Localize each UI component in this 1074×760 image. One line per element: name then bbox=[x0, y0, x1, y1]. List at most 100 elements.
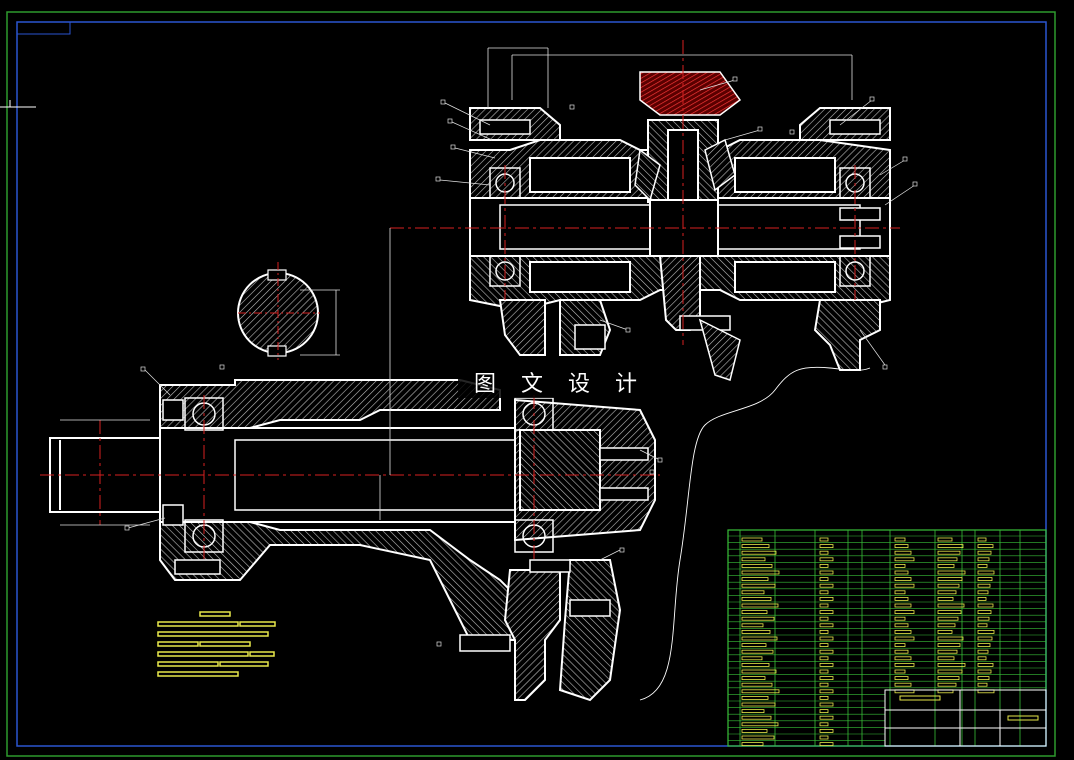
table-cell-text bbox=[819, 643, 829, 647]
table-cell-text bbox=[937, 610, 962, 614]
lower-axle bbox=[49, 379, 656, 702]
table-cell-text bbox=[819, 636, 834, 641]
table-cell-text bbox=[741, 715, 772, 720]
table-cell-text bbox=[894, 564, 906, 568]
upper-gearbox bbox=[469, 107, 891, 371]
table-cell-text bbox=[894, 663, 915, 667]
table-cell-text bbox=[741, 722, 779, 727]
table-cell-text bbox=[977, 557, 990, 562]
table-cell-text bbox=[819, 689, 834, 694]
table-cell-text bbox=[741, 682, 773, 687]
table-cell-text bbox=[741, 676, 766, 680]
table-cell-text bbox=[819, 603, 829, 608]
table-cell-text bbox=[819, 557, 834, 562]
table-cell-text bbox=[741, 577, 769, 581]
table-cell-text bbox=[741, 643, 767, 647]
table-cell-text bbox=[977, 577, 993, 581]
table-cell-text bbox=[819, 656, 829, 661]
table-cell-text bbox=[741, 610, 768, 614]
table-cell-text bbox=[937, 630, 953, 634]
table-cell-text bbox=[937, 669, 963, 674]
table-cell-text bbox=[819, 616, 829, 621]
table-cell-text bbox=[937, 603, 965, 608]
shaft-section bbox=[237, 262, 340, 360]
table-cell-text bbox=[937, 570, 966, 575]
table-cell-text bbox=[894, 623, 909, 628]
inner-frame bbox=[16, 21, 1047, 747]
table-cell-text bbox=[819, 669, 829, 674]
table-cell-text bbox=[819, 623, 834, 628]
table-cell-text bbox=[977, 676, 990, 680]
table-cell-text bbox=[741, 656, 763, 661]
table-cell-text bbox=[977, 583, 991, 588]
table-cell-text bbox=[977, 643, 991, 647]
table-cell-text bbox=[894, 649, 909, 654]
table-cell-text bbox=[819, 550, 829, 555]
table-cell-text bbox=[977, 656, 987, 661]
centerlines bbox=[40, 40, 900, 560]
table-cell-text bbox=[741, 663, 770, 667]
table-cell-text bbox=[819, 702, 834, 707]
table-cell-text bbox=[819, 696, 829, 700]
table-cell-text bbox=[819, 583, 834, 588]
table-cell-text bbox=[741, 603, 779, 608]
table-cell-text bbox=[894, 570, 909, 575]
table-cell-text bbox=[977, 682, 988, 687]
break-line bbox=[639, 366, 871, 701]
table-cell-text bbox=[741, 649, 774, 654]
table-cell-text bbox=[937, 643, 961, 647]
table-cell-text bbox=[937, 616, 959, 621]
table-cell-text bbox=[741, 729, 768, 733]
table-cell-text bbox=[894, 656, 912, 661]
table-cell-text bbox=[894, 544, 909, 548]
table-cell-text bbox=[819, 676, 834, 680]
bolts bbox=[479, 119, 881, 350]
table-cell-text bbox=[741, 623, 764, 628]
table-cell-text bbox=[819, 570, 834, 575]
table-cell-text bbox=[937, 649, 958, 654]
table-cell-text bbox=[819, 663, 834, 667]
table-cell-text bbox=[894, 610, 915, 614]
title-block bbox=[884, 689, 1047, 747]
table-cell-text bbox=[977, 564, 988, 568]
table-cell-text bbox=[894, 603, 912, 608]
table-cell-text bbox=[819, 715, 834, 720]
table-cell-text bbox=[937, 577, 963, 581]
table-cell-text bbox=[894, 550, 912, 555]
table-cell-text bbox=[977, 610, 992, 614]
table-cell-text bbox=[819, 630, 829, 634]
table-cell-text bbox=[741, 742, 764, 746]
gear-symbol bbox=[634, 71, 742, 381]
table-cell-text bbox=[741, 735, 775, 740]
table-cell-text bbox=[977, 649, 989, 654]
table-cell-text bbox=[894, 597, 909, 601]
table-cell-text bbox=[937, 682, 957, 687]
table-cell-text bbox=[977, 570, 995, 575]
table-cell-text bbox=[937, 583, 960, 588]
table-cell-text bbox=[819, 722, 829, 727]
table-cell-text bbox=[741, 583, 776, 588]
dimension-lines bbox=[60, 47, 853, 526]
table-cell-text bbox=[741, 636, 778, 641]
table-cell-text bbox=[819, 590, 829, 595]
table-cell-text bbox=[741, 696, 769, 700]
leader-lines bbox=[127, 79, 916, 561]
table-cell-text bbox=[977, 630, 995, 634]
table-cell-text bbox=[977, 623, 988, 628]
table-cell-text bbox=[894, 616, 906, 621]
table-cell-text bbox=[937, 663, 966, 667]
table-cell-text bbox=[819, 742, 834, 746]
watermark-background bbox=[458, 362, 648, 398]
table-cell-text bbox=[977, 603, 994, 608]
parts-list-table bbox=[727, 529, 1047, 747]
table-cell-text bbox=[894, 583, 915, 588]
table-cell-text bbox=[894, 630, 912, 634]
table-cell-text bbox=[741, 544, 770, 548]
table-cell-text bbox=[894, 676, 909, 680]
table-cell-text bbox=[894, 537, 906, 542]
table-cell-text bbox=[819, 735, 829, 740]
table-cell-text bbox=[741, 570, 780, 575]
table-cell-text bbox=[819, 610, 834, 614]
table-cell-text bbox=[937, 557, 958, 562]
